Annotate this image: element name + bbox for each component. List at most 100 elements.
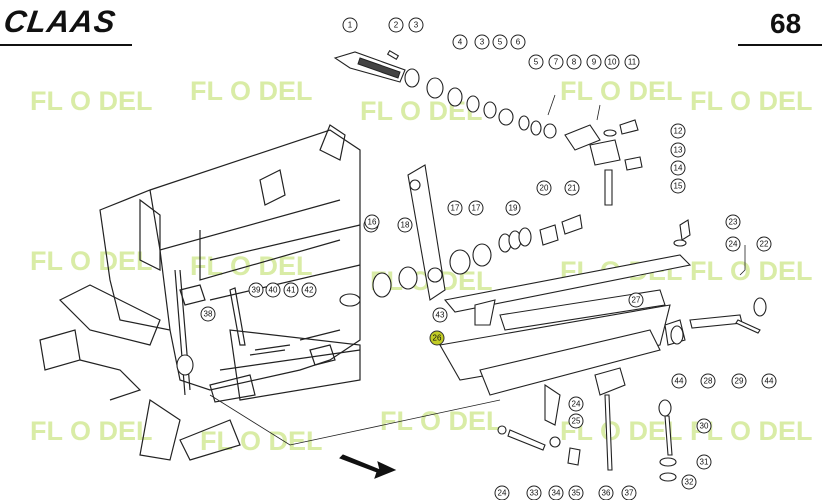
callout-34: 34 [548, 485, 564, 500]
callout-20: 20 [536, 180, 552, 196]
watermark-text: FL O DEL [380, 406, 503, 436]
callout-18: 18 [397, 217, 413, 233]
callout-circle [598, 485, 614, 500]
callout-circle [586, 54, 602, 70]
callout-17: 17 [447, 200, 463, 216]
callout-circle [731, 373, 747, 389]
callout-label: 18 [401, 221, 410, 230]
callout-circle [670, 142, 686, 158]
callout-label: 9 [592, 58, 597, 67]
callout-19: 19 [505, 200, 521, 216]
callout-circle [468, 200, 484, 216]
callout-label: 8 [572, 58, 577, 67]
watermark-text: FL O DEL [30, 416, 153, 446]
watermark-text: FL O DEL [190, 251, 313, 281]
callout-label: 26 [433, 334, 442, 343]
callout-label: 32 [685, 478, 694, 487]
callout-6: 6 [510, 34, 526, 50]
callout-1: 1 [342, 17, 358, 33]
callout-41: 41 [283, 282, 299, 298]
watermark-text: FL O DEL [360, 96, 483, 126]
callout-label: 24 [572, 400, 581, 409]
callout-11: 11 [624, 54, 640, 70]
callout-circle [670, 123, 686, 139]
cutter-bar-assembly [439, 219, 767, 482]
callout-4: 4 [452, 34, 468, 50]
callout-27: 27 [628, 292, 644, 308]
page-number: 68 [770, 8, 802, 39]
callout-circle [283, 282, 299, 298]
callout-label: 25 [572, 417, 581, 426]
callout-label: 36 [602, 489, 611, 498]
callout-38: 38 [200, 306, 216, 322]
callout-label: 2 [394, 21, 399, 30]
callout-44: 44 [761, 373, 777, 389]
callout-circle [568, 485, 584, 500]
watermark-layer: FL O DEL FL O DEL FL O DEL FL O DEL FL O DEL… [30, 76, 813, 456]
callout-circle [761, 373, 777, 389]
brand-rule [0, 44, 132, 46]
callout-label: 37 [625, 489, 634, 498]
callout-circle [696, 454, 712, 470]
callout-13: 13 [670, 142, 686, 158]
callout-30: 30 [696, 418, 712, 434]
callout-label: 17 [472, 204, 481, 213]
callout-label: 34 [552, 489, 561, 498]
machine-frame [39, 124, 501, 461]
callout-42: 42 [301, 282, 317, 298]
callout-layer: 1234356578910111213141516171817161920212… [200, 17, 777, 500]
callout-label: 28 [704, 377, 713, 386]
callout-label: 6 [516, 38, 521, 47]
callout-label: 39 [252, 286, 261, 295]
callout-29: 29 [731, 373, 747, 389]
callout-circle [604, 54, 620, 70]
callout-3: 3 [474, 34, 490, 50]
callout-28: 28 [700, 373, 716, 389]
callout-14: 14 [670, 160, 686, 176]
callout-circle [681, 474, 697, 490]
callout-label: 27 [632, 296, 641, 305]
callout-label: 7 [554, 58, 559, 67]
direction-arrow [339, 454, 397, 479]
callout-circle [452, 34, 468, 50]
callout-15: 15 [670, 178, 686, 194]
callout-circle [200, 306, 216, 322]
callout-label: 3 [480, 38, 485, 47]
callout-circle [408, 17, 424, 33]
callout-3: 3 [408, 17, 424, 33]
callout-21: 21 [564, 180, 580, 196]
callout-label: 35 [572, 489, 581, 498]
callout-17: 17 [468, 200, 484, 216]
callout-circle [364, 214, 380, 230]
callout-26: 26 [429, 330, 445, 346]
callout-label: 43 [436, 311, 445, 320]
callout-label: 20 [540, 184, 549, 193]
callout-circle [265, 282, 281, 298]
callout-circle [696, 418, 712, 434]
callout-label: 40 [269, 286, 278, 295]
watermark-text: FL O DEL [190, 76, 313, 106]
callout-circle [397, 217, 413, 233]
callout-circle [474, 34, 490, 50]
callout-label: 44 [765, 377, 774, 386]
callout-circle [536, 180, 552, 196]
callout-circle [432, 307, 448, 323]
callout-label: 30 [700, 422, 709, 431]
callout-label: 11 [628, 58, 637, 67]
callout-24: 24 [494, 485, 510, 500]
callout-44: 44 [671, 373, 687, 389]
callout-label: 15 [674, 182, 683, 191]
callout-circle [670, 178, 686, 194]
callout-32: 32 [681, 474, 697, 490]
callout-label: 19 [509, 204, 518, 213]
callout-label: 4 [458, 38, 463, 47]
callout-8: 8 [566, 54, 582, 70]
callout-circle [248, 282, 264, 298]
page-number-rule [738, 44, 822, 46]
callout-39: 39 [248, 282, 264, 298]
callout-label: 24 [729, 240, 738, 249]
callout-label: 3 [414, 21, 419, 30]
callout-label: 31 [700, 458, 709, 467]
callout-circle [564, 180, 580, 196]
